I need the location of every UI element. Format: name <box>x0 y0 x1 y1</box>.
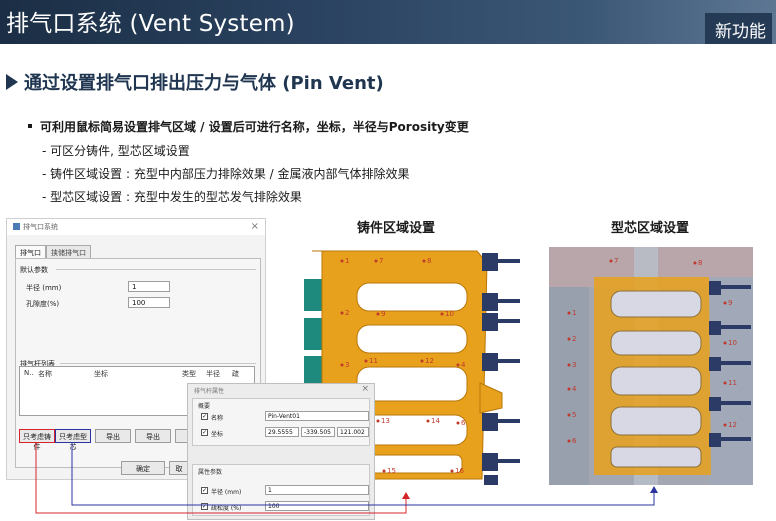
export-button[interactable]: 导出 <box>135 429 171 443</box>
porosity-checkbox[interactable]: ✓ <box>201 503 208 510</box>
core-model-render: 1 2 3 4 5 6 7 8 9 10 11 12 <box>549 247 753 485</box>
core-label: 8 <box>698 259 702 267</box>
core-only-button[interactable]: 只考虑型芯 <box>55 429 91 451</box>
core-label: 10 <box>728 339 737 347</box>
coord-y-input[interactable]: -339.505 <box>301 427 335 437</box>
red-arrowhead-icon <box>402 492 410 499</box>
new-feature-badge: 新功能 <box>705 13 772 44</box>
tab-vent[interactable]: 排气口 <box>15 245 46 260</box>
summary-group-title: 概要 <box>198 403 211 410</box>
props-dialog-title: 排气杆属性 <box>194 388 225 395</box>
sub-item: - 可区分铸件, 型芯区域设置 <box>42 144 190 158</box>
radius-input[interactable]: 1 <box>128 281 170 292</box>
core-label: 4 <box>572 385 577 393</box>
core-label: 3 <box>572 361 576 369</box>
feature-bullet-text: 可利用鼠标简易设置排气区域 / 设置后可进行名称，坐标，半径与Porosity变… <box>40 120 469 134</box>
casting-label: 8 <box>427 257 431 265</box>
casting-only-button[interactable]: 只考虑铸件 <box>19 429 55 451</box>
radius-checkbox[interactable]: ✓ <box>201 487 208 494</box>
core-label: 2 <box>572 335 576 343</box>
vent-properties-dialog: 排气杆属性 × 概要 ✓ 名称 Pin-Vent01 ✓ 坐标 29.5555 … <box>187 383 375 520</box>
headline-text: 通过设置排气口排出压力与气体 (Pin Vent) <box>24 73 384 94</box>
column-header: 类型 <box>182 370 196 378</box>
divider <box>56 269 256 270</box>
column-header: 坐标 <box>94 370 108 378</box>
close-icon[interactable]: × <box>361 384 369 394</box>
casting-label: 3 <box>345 361 349 369</box>
casting-label: 14 <box>431 417 440 425</box>
casting-label: 6 <box>461 419 466 427</box>
radius-label: 半径 (mm) <box>211 489 242 496</box>
core-label: 1 <box>572 309 576 317</box>
close-icon[interactable]: × <box>250 221 259 232</box>
casting-label: 15 <box>387 467 396 475</box>
export-button[interactable]: 导出 <box>95 429 131 443</box>
casting-label: 2 <box>345 309 349 317</box>
porosity-input[interactable]: 100 <box>265 501 369 511</box>
dialog-tabs: 排气口挟储排气口 <box>15 245 91 260</box>
core-label: 6 <box>572 437 577 445</box>
name-label: 名称 <box>211 415 224 422</box>
sub-item: - 铸件区域设置 : 充型中内部压力排除效果 / 金属液内部气体排除效果 <box>42 167 410 181</box>
dialog-title: 排气口系统 <box>23 223 58 231</box>
blue-arrowhead-icon <box>650 486 658 493</box>
casting-label: 11 <box>369 357 378 365</box>
radius-input[interactable]: 1 <box>265 485 369 495</box>
app-icon <box>13 223 20 230</box>
column-header: N.. <box>24 369 34 377</box>
square-bullet-icon <box>28 124 32 128</box>
casting-label: 16 <box>455 467 464 475</box>
coord-checkbox[interactable]: ✓ <box>201 429 208 436</box>
casting-caption: 铸件区域设置 <box>357 221 436 236</box>
core-caption: 型芯区域设置 <box>611 221 690 236</box>
column-header: 名称 <box>38 370 52 378</box>
column-header: 疏 <box>232 370 239 378</box>
divider <box>60 363 256 364</box>
attr-group: 属性参数 ✓ 半径 (mm) 1 ✓ 疏松度 (%) 100 <box>192 464 370 516</box>
dialog-titlebar: 排气口系统 <box>7 219 265 235</box>
ok-button[interactable]: 确定 <box>121 461 165 475</box>
headline: 通过设置排气口排出压力与气体 (Pin Vent) <box>6 69 384 95</box>
coord-label: 坐标 <box>211 431 224 438</box>
column-header: 半径 <box>206 370 220 378</box>
coord-x-input[interactable]: 29.5555 <box>265 427 299 437</box>
feature-bullet: 可利用鼠标简易设置排气区域 / 设置后可进行名称，坐标，半径与Porosity变… <box>28 118 469 135</box>
casting-label: 9 <box>381 310 385 318</box>
porosity-label: 孔隙度(%) <box>26 300 60 308</box>
slide-title: 排气口系统 (Vent System) <box>6 11 295 37</box>
name-input[interactable]: Pin-Vent01 <box>265 411 369 421</box>
casting-label: 4 <box>461 361 466 369</box>
casting-label: 1 <box>345 257 349 265</box>
casting-label: 12 <box>425 357 434 365</box>
header-bar: 排气口系统 (Vent System) 新功能 <box>0 0 776 44</box>
cancel-button[interactable]: 取 <box>169 461 189 475</box>
casting-label: 10 <box>445 310 454 318</box>
casting-label: 7 <box>379 257 383 265</box>
tab-squeeze-vent[interactable]: 挟储排气口 <box>46 245 91 260</box>
default-params-label: 默认参数 <box>20 266 48 274</box>
core-label: 11 <box>728 379 737 387</box>
core-label: 9 <box>728 299 732 307</box>
attr-group-title: 属性参数 <box>198 469 223 476</box>
name-checkbox[interactable]: ✓ <box>201 413 208 420</box>
coord-z-input[interactable]: 121.002 <box>337 427 369 437</box>
radius-label: 半径 (mm) <box>26 284 62 292</box>
triangle-bullet-icon <box>6 74 18 90</box>
core-label: 7 <box>614 257 618 265</box>
casting-label: 13 <box>381 417 390 425</box>
sub-item: - 型芯区域设置 : 充型中发生的型芯发气排除效果 <box>42 190 302 204</box>
summary-group: 概要 ✓ 名称 Pin-Vent01 ✓ 坐标 29.5555 -339.505… <box>192 398 370 446</box>
core-label: 5 <box>572 411 576 419</box>
porosity-input[interactable]: 100 <box>128 297 170 308</box>
core-region-image: 1 2 3 4 5 6 7 8 9 10 11 12 <box>549 247 753 485</box>
vent-list-label: 排气杆列表 <box>20 360 55 368</box>
core-label: 12 <box>728 421 737 429</box>
porosity-label: 疏松度 (%) <box>211 505 242 512</box>
